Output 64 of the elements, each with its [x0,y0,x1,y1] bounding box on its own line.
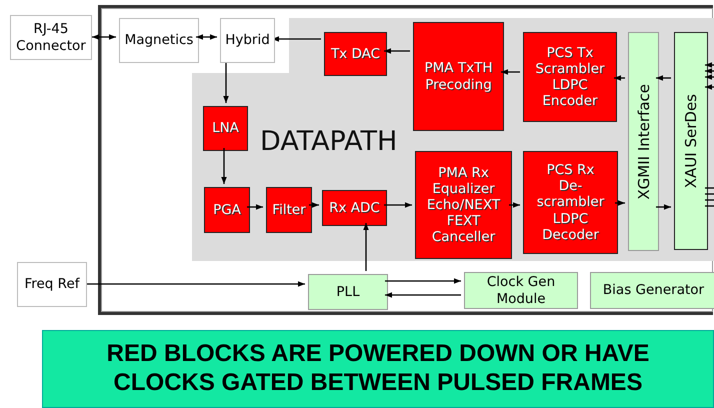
arrow [272,36,321,42]
arrow [705,74,714,80]
block-box [464,272,578,309]
block-box [10,15,92,60]
block-label: RJ-45 Connector [15,21,87,54]
arrow [363,223,369,271]
arrow [221,148,227,184]
powered-down-block [266,187,312,233]
block-label: Bias Generator [602,282,704,299]
interface-block [628,32,659,251]
arrow [501,69,520,75]
block-label: PGA [213,202,241,218]
arrow [615,200,625,206]
block-label: PLL [336,284,360,300]
block-label: Clock Gen Module [486,274,556,307]
block-label: Magnetics [124,32,194,49]
arrow [385,292,461,298]
arrow [705,84,714,90]
arrow [656,75,671,81]
powered-down-block [413,22,504,131]
powered-down-block [204,187,250,233]
note-banner [42,330,714,408]
arrow [196,34,217,40]
powered-down-block [203,106,248,151]
arrow [92,34,116,40]
arrow [223,60,229,103]
arrow [309,202,319,208]
arrow [705,68,714,74]
datapath-region [192,18,714,261]
block-label: Filter [272,202,306,218]
powered-down-block [324,32,387,76]
powered-down-block [415,151,512,259]
arrow [705,62,714,68]
block-box [220,18,275,63]
powered-down-block [523,151,618,254]
block-label: XAUI SerDes [682,94,700,188]
note-text: RED BLOCKS ARE POWERED DOWN OR HAVE CLOCKS GATED BETWEEN PULSED FRAMES [106,340,650,398]
block-label: PMA TxTH Precoding [424,60,494,93]
block-label: PCS Rx De-scrambler LDPC Decoder [536,162,606,243]
block-label: XGMII Interface [634,84,652,200]
block-box [119,18,199,63]
arrow [614,75,625,81]
block-box [590,272,714,309]
arrow [656,204,671,210]
block-label: Rx ADC [329,200,380,216]
arrow [384,202,412,208]
block-box [17,262,87,307]
arrow [384,48,410,54]
block-label: LNA [212,120,239,137]
block-box [308,274,388,310]
block-label: PCS Tx Scrambler LDPC Encoder [534,44,606,110]
region-title: DATAPATH [260,126,398,157]
arrow [247,204,263,210]
block-label: Hybrid [225,32,270,49]
arrow [385,278,461,284]
block-label: Freq Ref [24,276,80,293]
interface-block [674,32,708,250]
chip-outline [98,5,713,315]
powered-down-block [523,32,617,122]
block-label: Tx DAC [330,46,380,62]
powered-down-block [322,190,387,226]
block-label: PMA Rx Equalizer Echo/NEXT FEXT Canceller [426,164,502,246]
arrow [509,202,520,208]
arrow [87,281,305,287]
